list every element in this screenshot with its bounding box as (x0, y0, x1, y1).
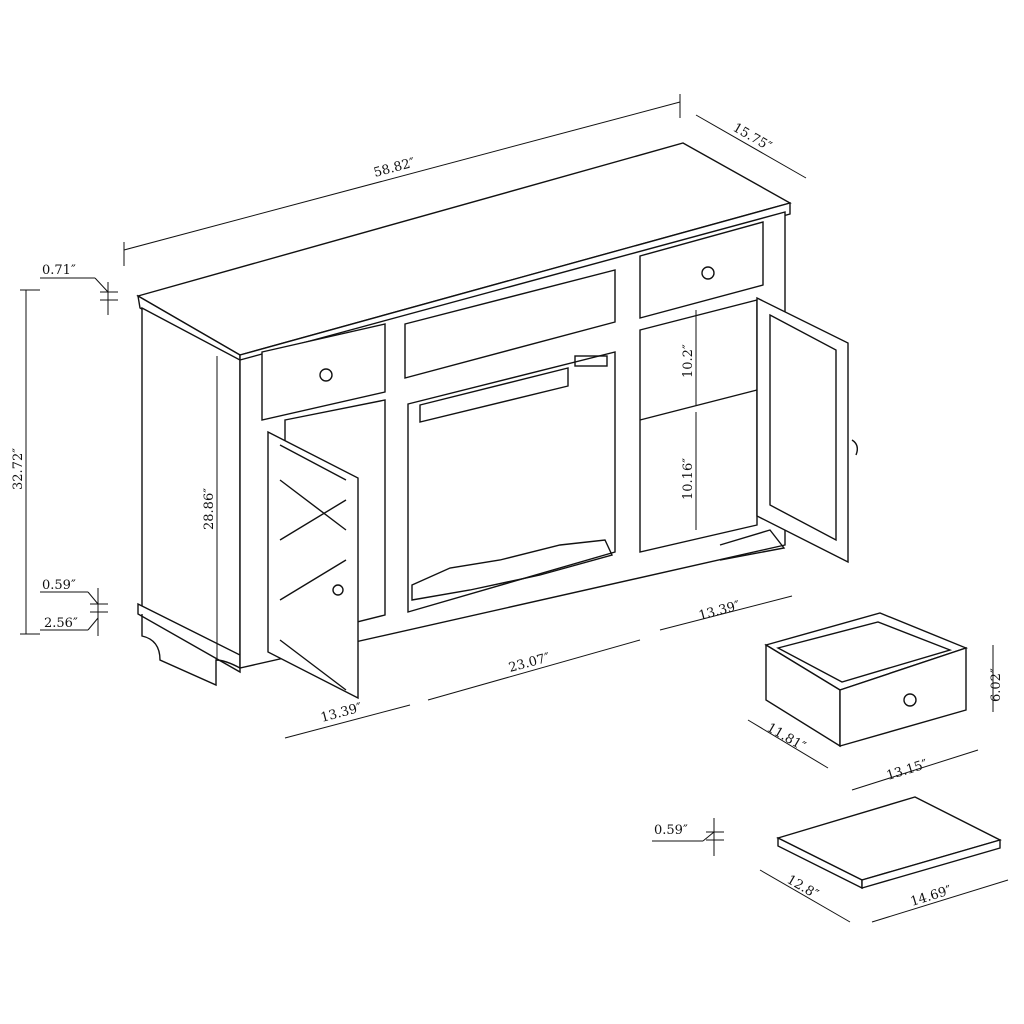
drawer-front (839, 647, 967, 747)
label-shelf-width: 14.69″ (909, 883, 954, 910)
label-lower-shelf: 10.16″ (681, 458, 696, 500)
label-drawer-height: 6.02″ (989, 668, 1004, 702)
label-base-trim: 0.59″ (42, 578, 76, 593)
label-upper-shelf: 10.2″ (681, 344, 696, 378)
heater-grille (419, 367, 569, 423)
right-cabinet-interior (639, 299, 758, 553)
shelf-detail (776, 796, 1002, 890)
dimension-lines (20, 94, 1009, 923)
label-top-thickness: 0.71″ (42, 263, 76, 278)
right-door-open (756, 296, 849, 564)
left-door-knob (332, 584, 344, 596)
label-overall-width: 58.82″ (372, 155, 417, 180)
label-shelf-thickness: 0.59″ (654, 823, 688, 838)
fireplace-insert (407, 351, 616, 613)
left-door-open (267, 430, 359, 700)
label-overall-depth: 15.75″ (730, 120, 774, 154)
fireplace-logs (411, 539, 613, 601)
right-drawer-knob (701, 266, 715, 280)
label-base-height: 2.56″ (44, 616, 78, 631)
label-shelf-depth: 12.8″ (784, 872, 821, 902)
right-drawer (639, 221, 764, 319)
shelf-board (776, 796, 1002, 881)
label-overall-height: 32.72″ (11, 448, 26, 490)
tv-stand-cabinet (136, 142, 859, 700)
label-drawer-width: 13.15″ (885, 757, 930, 784)
control-panel (574, 355, 608, 367)
label-right-cabinet-width: 13.39″ (697, 598, 742, 623)
drawer-detail (764, 612, 969, 748)
label-left-cabinet-width: 13.39″ (319, 700, 364, 725)
drawer-knob (903, 693, 917, 707)
label-drawer-depth: 11.81″ (764, 720, 808, 754)
open-shelf (404, 269, 616, 379)
cabinet-side (141, 306, 241, 662)
label-center-width: 23.07″ (507, 650, 552, 675)
left-drawer (261, 323, 386, 421)
label-inner-height: 28.86″ (202, 488, 217, 530)
left-drawer-knob (319, 368, 333, 382)
